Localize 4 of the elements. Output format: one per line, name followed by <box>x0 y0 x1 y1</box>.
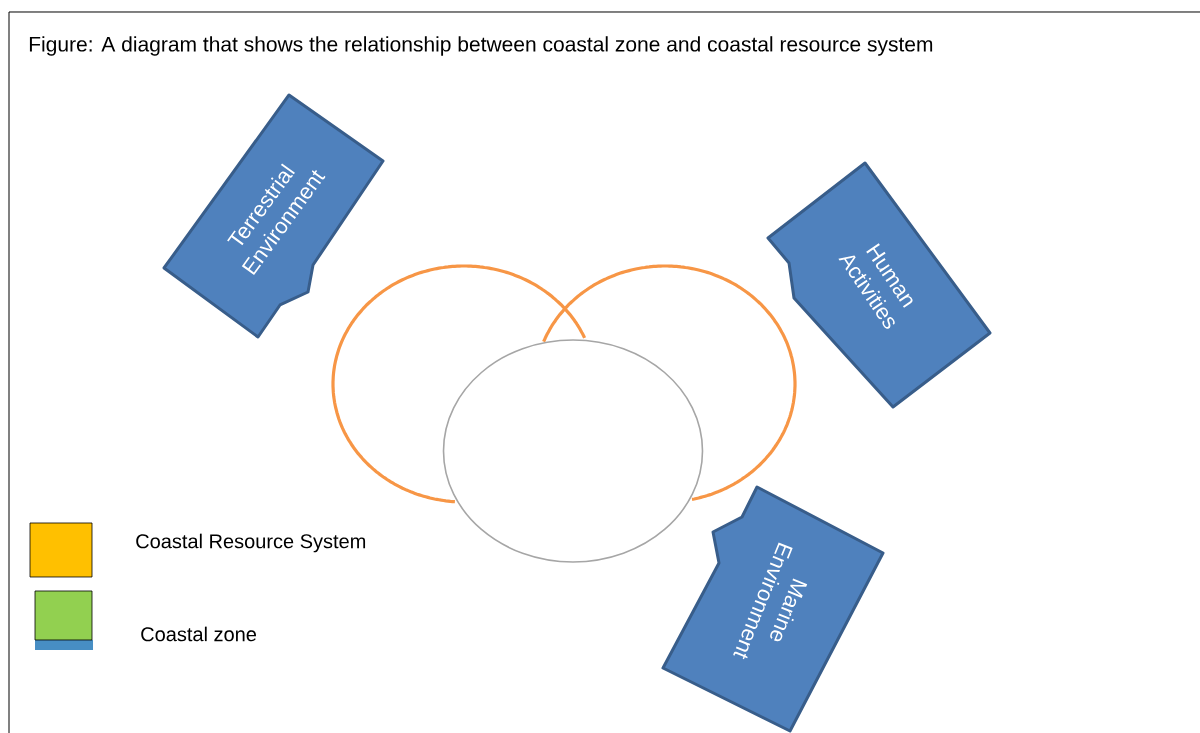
legend-label: Coastal zone <box>141 626 256 642</box>
legend-label: Coastal Resource System <box>136 533 366 553</box>
ellipse <box>442 339 704 563</box>
title: Figure: A diagram that shows the relationship between coastal zone and coastal resource system <box>29 36 933 56</box>
